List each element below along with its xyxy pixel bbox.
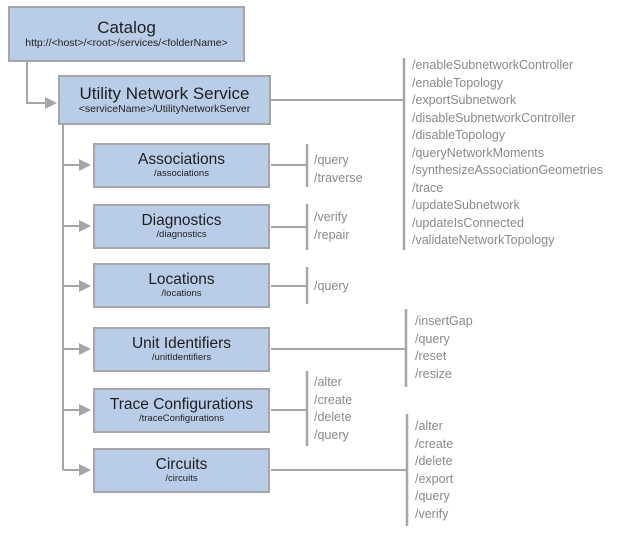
operation-label: /insertGap (415, 314, 473, 328)
associations-node: Associations /associations (93, 143, 270, 188)
unit-identifiers-operations-list: /insertGap/query/reset/resize (415, 313, 473, 383)
operation-label: /delete (314, 410, 352, 424)
operation-label: /delete (415, 454, 453, 468)
arrowhead-diagnostics (79, 220, 91, 232)
utility-network-service-node: Utility Network Service <serviceName>/Ut… (58, 75, 271, 125)
locations-operations-list: /query (314, 278, 349, 296)
operation-label: /updateSubnetwork (412, 198, 520, 212)
arrowhead-associations (79, 159, 91, 171)
circuits-node: Circuits /circuits (93, 448, 270, 493)
circuits-path: /circuits (165, 473, 198, 485)
operation-label: /synthesizeAssociationGeometries (412, 163, 604, 177)
unit-identifiers-title: Unit Identifiers (131, 335, 232, 352)
operation-label: /export (415, 471, 454, 486)
operation-label: /verify (415, 506, 449, 521)
locations-title: Locations (148, 271, 215, 288)
arrowhead-unit-identifiers (79, 343, 91, 355)
operation-label: /disableSubnetworkController (412, 110, 576, 125)
operation-label: /create (314, 392, 353, 407)
operation-label: /query (415, 331, 450, 346)
connector-catalog-to-service (26, 62, 46, 104)
service-operations-list: /enableSubnetworkController/enableTopolo… (412, 57, 603, 250)
operation-label: /disableTopology (412, 128, 506, 142)
associations-path: /associations (154, 168, 209, 180)
locations-node: Locations /locations (93, 263, 270, 308)
operation-label: /reset (415, 349, 447, 363)
operation-label: /enableTopology (412, 75, 504, 90)
operation-label: /alter (415, 419, 443, 433)
locations-path: /locations (161, 288, 202, 300)
trace-configurations-node: Trace Configurations /traceConfiguration… (93, 388, 270, 433)
operation-label: /verify (314, 210, 348, 224)
catalog-node: Catalog http://<host>/<root>/services/<f… (8, 6, 245, 62)
diagnostics-title: Diagnostics (141, 212, 222, 229)
operation-label: /trace (412, 180, 444, 195)
operation-label: /exportSubnetwork (412, 93, 517, 107)
trace-configurations-operations-list: /alter/create/delete/query (314, 374, 352, 444)
trace-configurations-title: Trace Configurations (109, 396, 254, 413)
catalog-title: Catalog (97, 18, 156, 38)
operation-label: /resize (415, 366, 452, 381)
operation-label: /repair (314, 227, 350, 242)
circuits-operations-list: /alter/create/delete/export/query/verify (415, 418, 453, 523)
operation-label: /traverse (314, 170, 363, 185)
associations-operations-list: /query/traverse (314, 152, 363, 187)
associations-title: Associations (137, 151, 225, 168)
unit-identifiers-node: Unit Identifiers /unitIdentifiers (93, 327, 270, 372)
circuits-title: Circuits (155, 456, 208, 473)
operation-label: /alter (314, 375, 342, 389)
service-path: <serviceName>/UtilityNetworkServer (78, 103, 251, 116)
operation-label: /create (415, 436, 454, 451)
unit-identifiers-path: /unitIdentifiers (151, 352, 212, 364)
diagnostics-operations-list: /verify/repair (314, 209, 349, 244)
arrowhead-locations (79, 280, 91, 292)
arrowhead-circuits (79, 464, 91, 476)
operation-label: /validateNetworkTopology (412, 233, 555, 247)
operation-label: /query (314, 279, 349, 293)
trace-configurations-path: /traceConfigurations (138, 413, 225, 425)
operation-label: /query (314, 427, 349, 442)
operation-label: /query (314, 153, 349, 167)
operation-label: /queryNetworkMoments (412, 145, 544, 160)
diagnostics-path: /diagnostics (156, 229, 207, 241)
diagnostics-node: Diagnostics /diagnostics (93, 204, 270, 249)
operation-label: /updateIsConnected (412, 215, 524, 230)
operation-label: /enableSubnetworkController (412, 58, 574, 72)
operation-label: /query (415, 489, 450, 503)
service-title: Utility Network Service (79, 84, 250, 104)
arrowhead-trace-configurations (79, 404, 91, 416)
arrowhead-service (45, 97, 57, 109)
catalog-url: http://<host>/<root>/services/<folderNam… (25, 37, 228, 50)
